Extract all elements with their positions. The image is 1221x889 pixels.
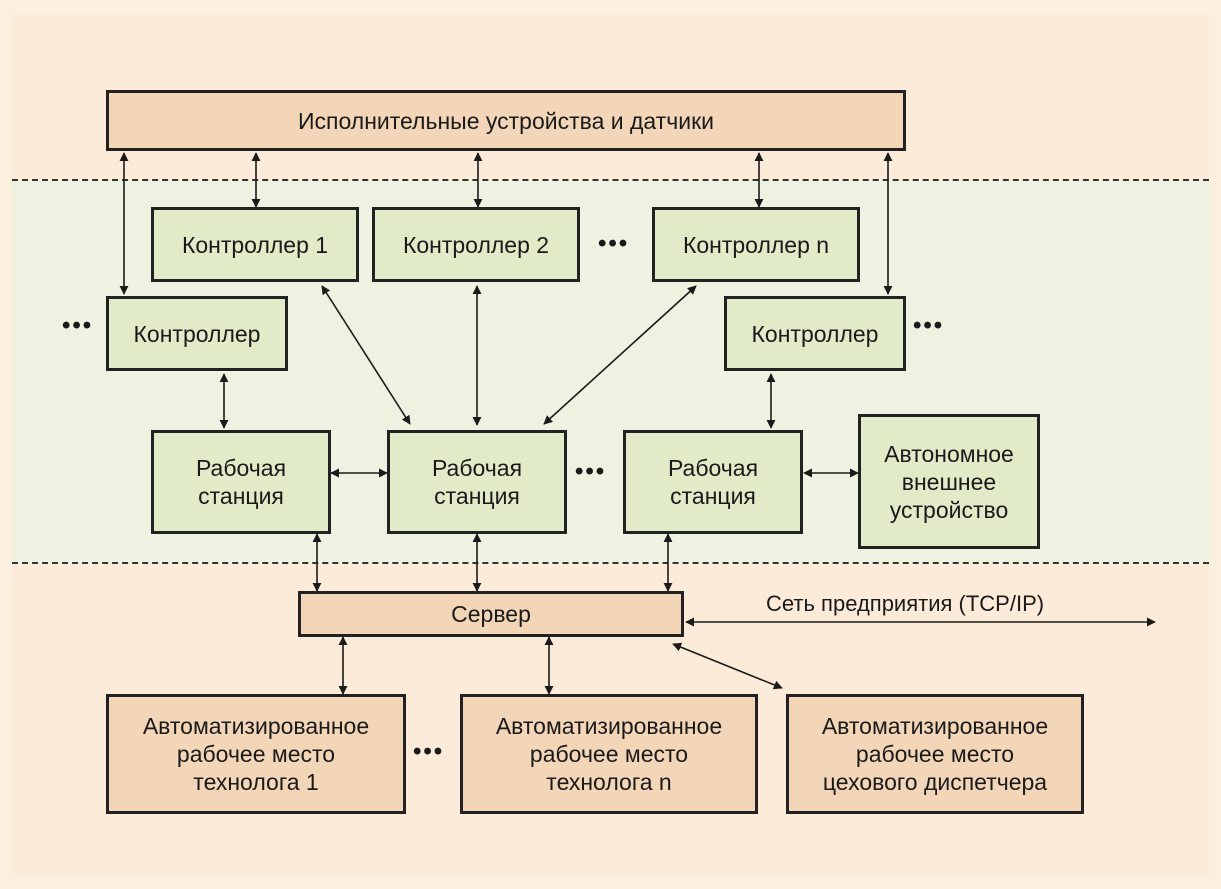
- workstations-ellipsis: •••: [575, 458, 607, 485]
- autonomous-device-box: Автономное внешнее устройство: [858, 414, 1040, 549]
- workstation-2-box: Рабочая станция: [387, 430, 567, 534]
- arrow-controller-1-to-ws2: [321, 285, 411, 425]
- top-divider-line: [12, 179, 1209, 181]
- arrow-controller-n-to-ws2: [543, 285, 697, 425]
- left-controller-box: Контроллер: [106, 296, 288, 371]
- technologist-n-workplace-box: Автоматизированное рабочее место техноло…: [460, 694, 758, 814]
- enterprise-network-label: Сеть предприятия (TCP/IP): [766, 591, 1045, 616]
- workstation-1-box: Рабочая станция: [151, 430, 331, 534]
- server-box: Сервер: [298, 591, 684, 637]
- left-controllers-ellipsis: •••: [62, 312, 94, 339]
- bottom-divider-line: [12, 562, 1209, 564]
- actuators-sensors-box: Исполнительные устройства и датчики: [106, 90, 906, 151]
- controllers-ellipsis: •••: [598, 230, 630, 257]
- technologist-1-workplace-box: Автоматизированное рабочее место техноло…: [106, 694, 406, 814]
- right-controllers-ellipsis: •••: [913, 312, 945, 339]
- controller-1-box: Контроллер 1: [151, 207, 359, 282]
- dispatcher-workplace-box: Автоматизированное рабочее место цеховог…: [786, 694, 1084, 814]
- right-controller-box: Контроллер: [724, 296, 906, 371]
- controller-2-box: Контроллер 2: [372, 207, 580, 282]
- arrow-server-to-dispatcher: [672, 642, 783, 690]
- controller-n-box: Контроллер n: [652, 207, 860, 282]
- workplaces-ellipsis: •••: [413, 738, 445, 765]
- workstation-3-box: Рабочая станция: [623, 430, 803, 534]
